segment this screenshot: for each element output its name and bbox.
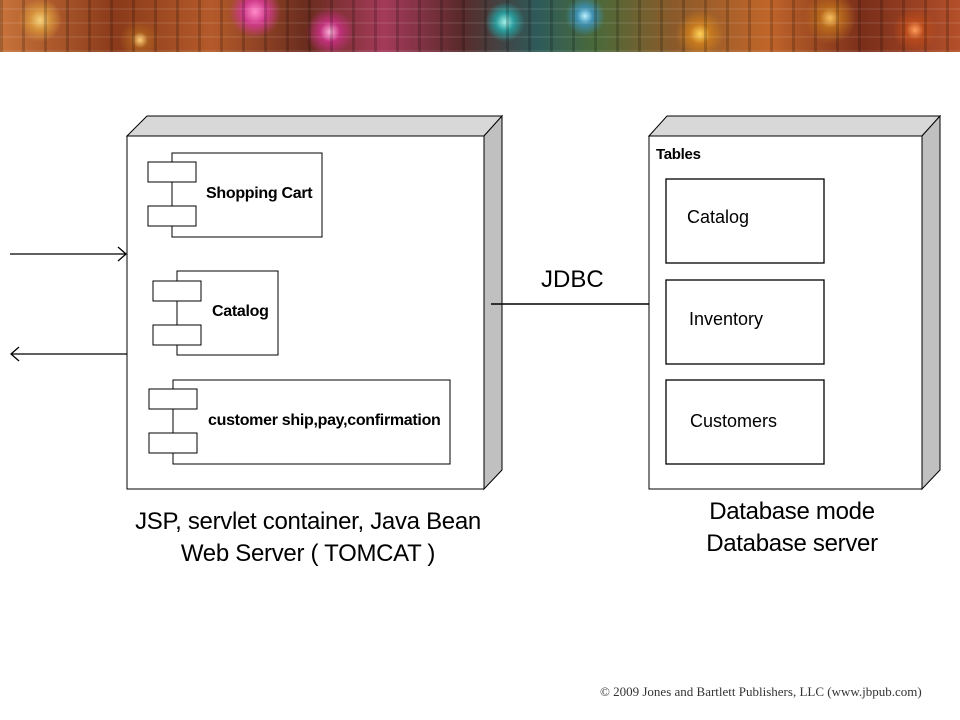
component-label-shopping-cart: Shopping Cart [206, 185, 313, 202]
component-port-icon [152, 324, 202, 346]
tables-heading: Tables [656, 146, 701, 163]
web-server-caption-line2: Web Server ( TOMCAT ) [180, 540, 436, 567]
component-label-customer: customer ship,pay,confirmation [208, 412, 441, 429]
web-server-caption-line1: JSP, servlet container, Java Bean [135, 508, 481, 535]
component-port-icon [152, 280, 202, 302]
decorative-circuit-banner [0, 0, 960, 52]
jdbc-label: JDBC [541, 266, 604, 293]
component-port-icon [147, 161, 197, 183]
database-caption: Database mode Database server [682, 496, 902, 560]
outgoing-arrow [10, 346, 127, 362]
component-port-icon [148, 432, 198, 454]
incoming-arrow [10, 246, 127, 262]
component-shopping-cart [147, 152, 323, 238]
web-server-node-top [125, 115, 504, 137]
database-node-top [647, 115, 942, 137]
table-box-customers [665, 379, 825, 465]
component-catalog [152, 270, 279, 356]
web-server-node-side [483, 114, 503, 491]
table-label-customers: Customers [690, 411, 778, 431]
web-server-caption: JSP, servlet container, Java Bean Web Se… [118, 506, 498, 570]
component-body [172, 379, 451, 465]
table-box-inventory [665, 279, 825, 365]
component-customer [148, 379, 451, 465]
table-label-catalog: Catalog [687, 207, 750, 227]
component-body [171, 152, 323, 238]
component-port-icon [147, 205, 197, 227]
table-label-inventory: Inventory [689, 309, 764, 329]
table-box-catalog [665, 178, 825, 264]
copyright-notice: © 2009 Jones and Bartlett Publishers, LL… [600, 684, 922, 699]
database-caption-line1: Database mode [709, 498, 875, 525]
component-label-catalog: Catalog [212, 303, 269, 320]
component-port-icon [148, 388, 198, 410]
database-caption-line2: Database server [706, 530, 878, 557]
database-node-side [921, 114, 941, 491]
